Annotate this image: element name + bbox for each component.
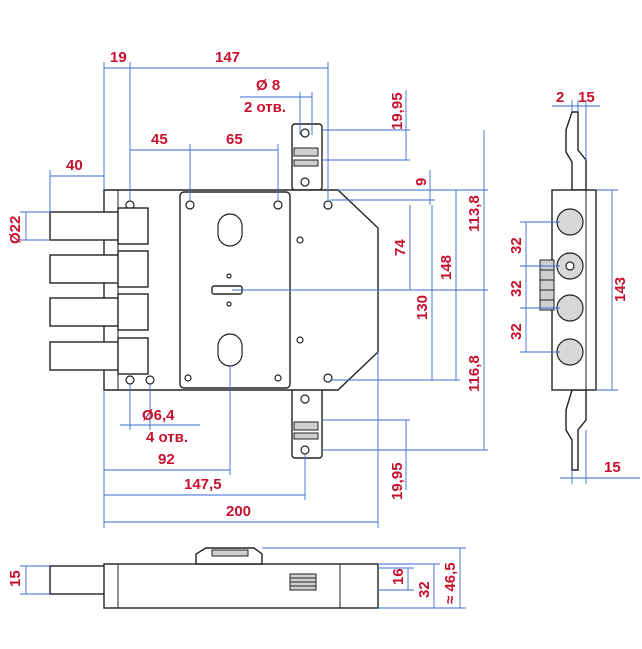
side-dimension-lines: [520, 100, 640, 484]
dim-116-8: 116,8: [466, 355, 483, 392]
side-view: 2 15 32 32 32 143 15: [508, 89, 640, 484]
bottom-plate-slot-2: [293, 432, 319, 440]
dim-130: 130: [414, 295, 431, 320]
mounting-hole-bl: [125, 375, 135, 385]
bottom-body: [103, 563, 379, 609]
top-plate-hole-upper: [300, 128, 310, 138]
top-plate-hole-lower: [300, 177, 310, 187]
bottom-dim-32: 32: [416, 581, 433, 598]
bottom-plate-hole-lower: [300, 445, 310, 455]
plate-hole-b: [274, 374, 282, 382]
side-top-tab: [565, 111, 587, 191]
dim-4-holes: 4 отв.: [146, 429, 188, 446]
dim-147: 147: [215, 49, 240, 66]
side-bolt-3: [556, 294, 584, 322]
mounting-hole-br: [323, 373, 333, 383]
mounting-hole-tm: [185, 200, 195, 210]
bottom-view: 15 16 32 ≈ 46,5: [7, 547, 466, 609]
dim-45: 45: [151, 131, 168, 148]
front-dimension-lines: [20, 62, 488, 528]
dim-diameter-6-4: Ø6,4: [142, 407, 175, 424]
bolt-guide-1: [117, 207, 149, 245]
bolt-2: [49, 254, 121, 284]
bottom-plate-slot: [293, 421, 319, 431]
dim-74: 74: [392, 239, 409, 256]
dim-diameter-22: Ø22: [7, 216, 24, 244]
bottom-dimension-lines: [20, 547, 466, 609]
bottom-bolt: [49, 565, 107, 595]
side-dim-32-b: 32: [508, 280, 525, 297]
dim-148: 148: [438, 255, 455, 280]
bolt-guide-3: [117, 293, 149, 331]
side-key-hole: [565, 261, 575, 271]
bottom-plate-hole-upper: [300, 394, 310, 404]
dim-19-95-top: 19,95: [389, 92, 406, 130]
bolt-guide-2: [117, 250, 149, 288]
plate-hole-a: [184, 374, 192, 382]
bolt-guide-4: [117, 337, 149, 375]
center-pin-2: [226, 301, 232, 307]
side-bolt-1: [556, 208, 584, 236]
mounting-hole-tr: [323, 200, 333, 210]
top-plate-slot: [293, 147, 319, 157]
bolt-3: [49, 297, 121, 327]
mounting-hole-bl2: [145, 375, 155, 385]
dim-9: 9: [413, 178, 430, 186]
dim-147-5: 147,5: [184, 476, 222, 493]
front-view: 19 147 Ø 8 2 отв. 19,95 45 65 40 Ø22 9 7…: [7, 49, 488, 528]
mounting-hole-tm2: [273, 200, 283, 210]
side-bottom-tab: [565, 389, 587, 471]
side-dim-143: 143: [612, 277, 629, 302]
side-cylinder: [539, 259, 555, 311]
lower-keyhole: [217, 333, 243, 367]
upper-keyhole: [217, 213, 243, 247]
bottom-dim-15: 15: [7, 570, 24, 587]
dim-200: 200: [226, 503, 251, 520]
dim-19: 19: [110, 49, 127, 66]
side-dim-32-a: 32: [508, 237, 525, 254]
bolt-4: [49, 341, 121, 371]
dim-40: 40: [66, 157, 83, 174]
mounting-hole-mid: [296, 236, 304, 244]
mounting-hole-mid2: [296, 336, 304, 344]
side-dim-32-c: 32: [508, 323, 525, 340]
side-dim-15-top: 15: [578, 89, 595, 106]
side-dim-15-bottom: 15: [604, 459, 621, 476]
dim-2-holes-top: 2 отв.: [244, 99, 286, 116]
bottom-dim-16: 16: [390, 568, 407, 585]
bolts: [49, 207, 149, 375]
dim-113-8: 113,8: [466, 195, 483, 232]
side-dim-2: 2: [556, 89, 564, 106]
dim-diameter-8: Ø 8: [256, 77, 280, 94]
center-pin: [226, 273, 232, 279]
bottom-dim-46-5: ≈ 46,5: [442, 562, 459, 604]
dim-65: 65: [226, 131, 243, 148]
bolt-1: [49, 211, 121, 241]
top-plate-slot-2: [293, 159, 319, 167]
dim-19-95-bottom: 19,95: [389, 462, 406, 500]
side-bolt-4: [556, 338, 584, 366]
dim-92: 92: [158, 451, 175, 468]
